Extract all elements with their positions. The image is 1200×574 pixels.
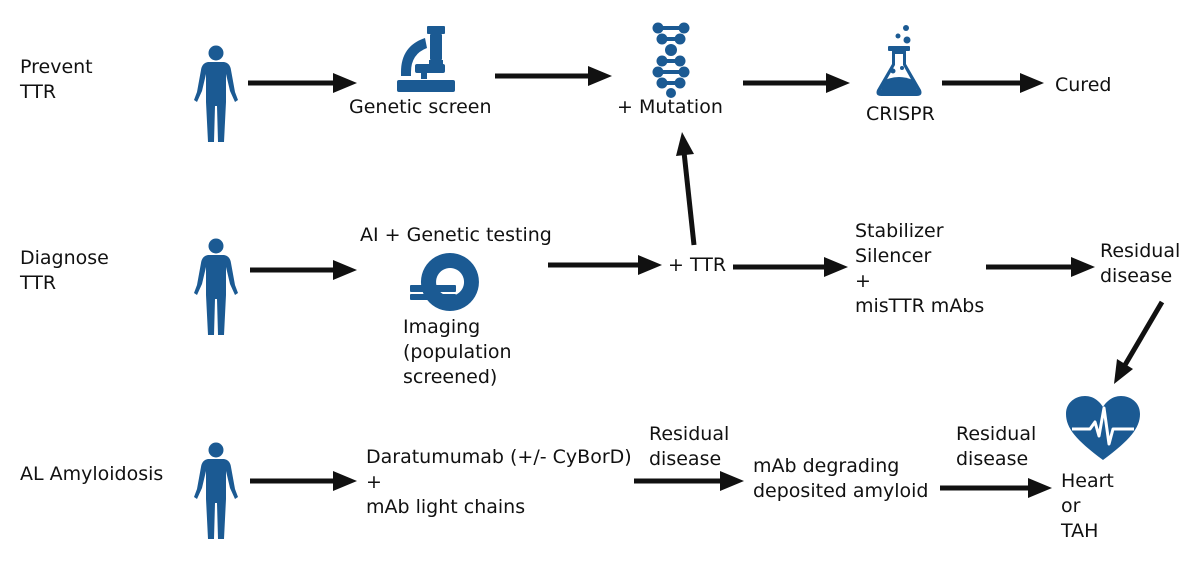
node-stabilizer: Stabilizer Silencer + misTTR mAbs [855, 220, 985, 317]
microscope-icon [397, 26, 455, 92]
node-residual-disease-1: Residual disease [1100, 240, 1181, 287]
arrowhead [333, 73, 357, 93]
arrow-ttr-to-mutation [681, 151, 697, 246]
human-figure-icon [194, 238, 238, 335]
node-ttr: + TTR [668, 254, 727, 276]
arrowhead [333, 471, 357, 491]
node-daratumumab: Daratumumab (+/- CyBorD) + mAb light cha… [366, 446, 632, 518]
node-heart-or-tah: Heart or TAH [1061, 470, 1114, 542]
row-label-diagnose: Diagnose TTR [20, 247, 109, 294]
arrowhead [1028, 478, 1052, 498]
node-residual-disease-2: Residual disease [649, 423, 730, 470]
arrowhead [638, 255, 662, 275]
arrowhead [1114, 359, 1133, 384]
arrowhead [588, 66, 612, 86]
node-crispr: CRISPR [866, 103, 935, 125]
arrow-residual-to-heart [1122, 300, 1165, 367]
arrowhead [1071, 257, 1095, 277]
human-figure-icon [194, 45, 238, 142]
arrowhead [333, 260, 357, 280]
arrowhead [676, 132, 694, 156]
mri-scanner-icon [410, 253, 479, 311]
arrowhead [1020, 73, 1044, 93]
node-genetic-screen: Genetic screen [349, 96, 492, 118]
arrowhead [720, 471, 744, 491]
node-ai-genetic-testing: AI + Genetic testing [360, 224, 552, 246]
arrowhead [826, 73, 850, 93]
dna-helix-icon [652, 22, 690, 98]
row-label-prevent: Prevent TTR [20, 56, 93, 103]
human-figure-icon [194, 442, 238, 539]
heart-ecg-icon [1066, 396, 1140, 460]
node-mutation: + Mutation [617, 96, 723, 118]
row-label-al: AL Amyloidosis [20, 463, 164, 485]
flask-icon [876, 25, 922, 96]
arrowhead [824, 257, 848, 277]
node-mab-degrading: mAb degrading deposited amyloid [753, 455, 929, 502]
node-residual-disease-3: Residual disease [956, 423, 1037, 470]
node-imaging: Imaging (population screened) [403, 316, 512, 388]
node-cured: Cured [1055, 74, 1112, 96]
